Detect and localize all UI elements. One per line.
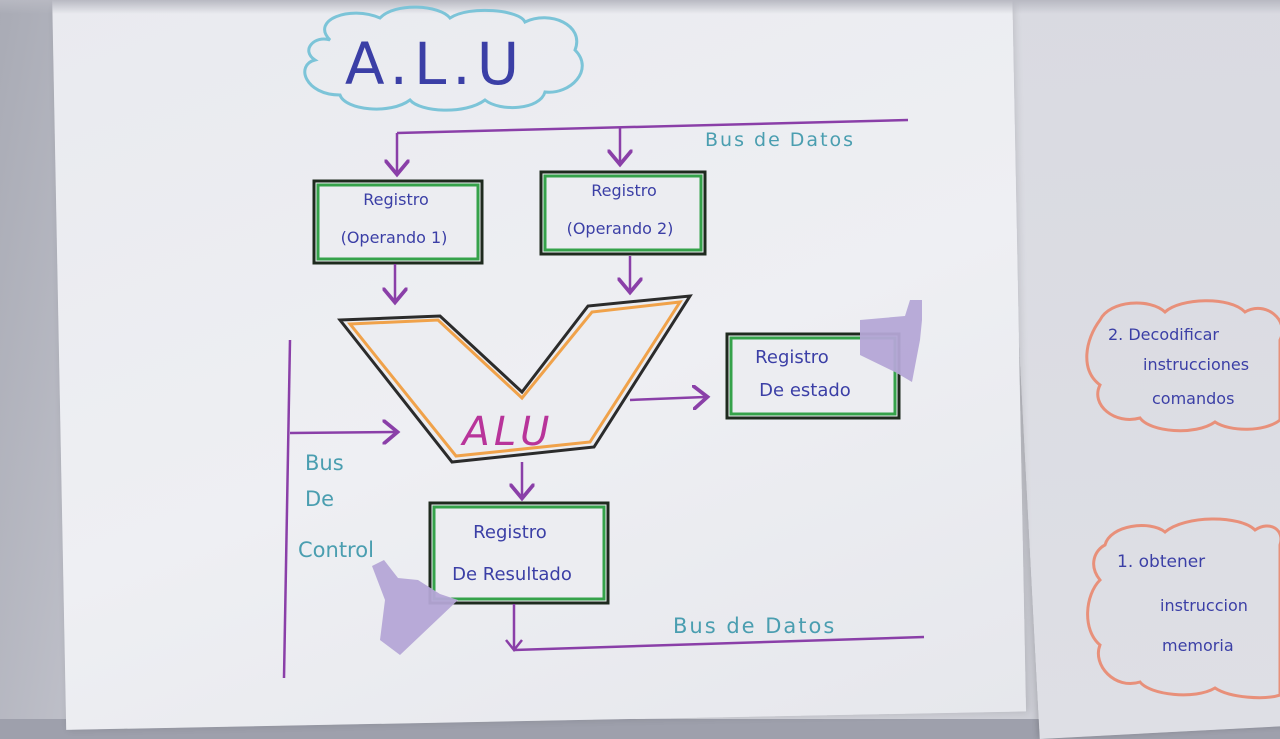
register-operand-2-line1: Registro bbox=[591, 181, 656, 200]
register-operand-1-line2: (Operando 1) bbox=[341, 228, 448, 247]
register-result: Registro De Resultado bbox=[428, 501, 610, 605]
bottom-bus-label: Bus de Datos bbox=[673, 614, 836, 638]
side-note-2-line3: comandos bbox=[1152, 389, 1234, 408]
register-result-line2: De Resultado bbox=[452, 564, 572, 585]
sticky-tab-result bbox=[372, 560, 458, 655]
side-note-2-line2: instrucciones bbox=[1143, 355, 1249, 374]
side-note-1-line2: instruccion bbox=[1160, 596, 1248, 615]
side-note-1-cloud bbox=[1086, 517, 1280, 700]
alu-unit: ALU bbox=[337, 294, 693, 464]
alu-to-status-arrow bbox=[629, 397, 705, 400]
register-status-line2: De estado bbox=[759, 380, 851, 401]
top-bus-label: Bus de Datos bbox=[705, 129, 855, 151]
bottom-bus-lines bbox=[505, 604, 925, 653]
control-bus-line1: Bus bbox=[305, 451, 344, 475]
register-status-line1: Registro bbox=[755, 347, 829, 368]
register-operand-1: Registro (Operando 1) bbox=[312, 179, 484, 265]
side-note-2-line1: 2. Decodificar bbox=[1108, 325, 1219, 344]
top-shadow bbox=[0, 0, 1280, 14]
top-bus-lines bbox=[397, 118, 909, 172]
register-result-line1: Registro bbox=[473, 522, 547, 543]
title-text: A.L.U bbox=[345, 30, 525, 98]
register-operand-1-line1: Registro bbox=[363, 190, 428, 209]
control-bus-lines bbox=[282, 339, 395, 679]
register-operand-2: Registro (Operando 2) bbox=[539, 170, 707, 256]
side-note-1-line3: memoria bbox=[1162, 636, 1234, 655]
side-note-1-line1: 1. obtener bbox=[1117, 552, 1205, 572]
sticky-tab-status bbox=[860, 300, 922, 382]
title-cloud bbox=[303, 5, 584, 112]
alu-label: ALU bbox=[460, 409, 554, 455]
operand-to-alu-arrows bbox=[395, 256, 630, 300]
alu-diagram: A.L.U Bus de Datos Registro (Operando 1)… bbox=[282, 5, 1280, 700]
control-bus-line2: De bbox=[305, 487, 334, 511]
control-bus-line3: Control bbox=[298, 538, 374, 562]
register-operand-2-line2: (Operando 2) bbox=[567, 219, 674, 238]
side-note-2-cloud bbox=[1085, 299, 1280, 433]
